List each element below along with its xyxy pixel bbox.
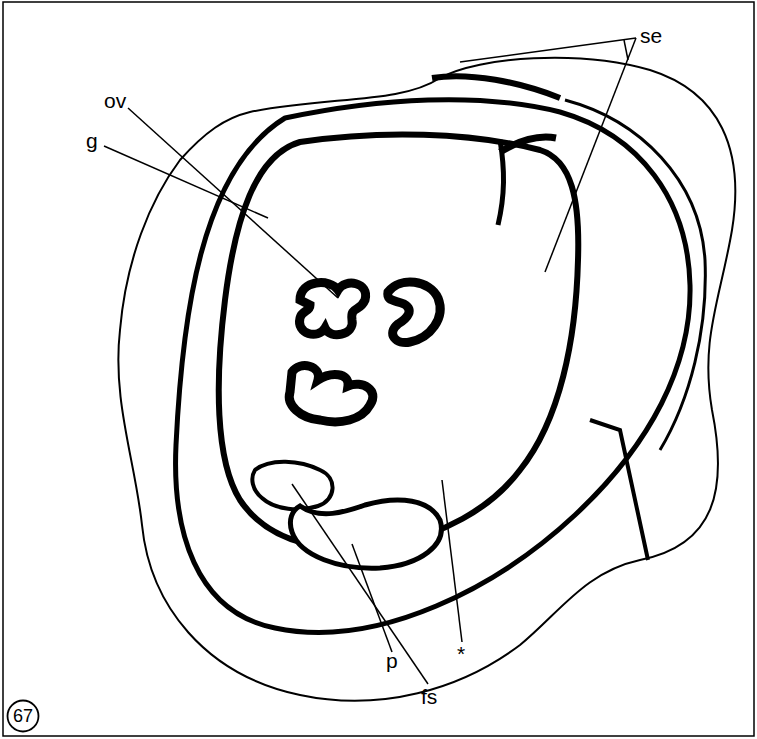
part-label: ov xyxy=(104,90,126,111)
part-label: g xyxy=(86,130,98,151)
part-label: fs xyxy=(421,686,437,707)
part-label: * xyxy=(457,643,465,664)
part-label: se xyxy=(640,25,662,46)
part-label: p xyxy=(386,650,398,671)
figure-number: 67 xyxy=(13,707,33,725)
figure-number-circle: 67 xyxy=(6,699,40,733)
